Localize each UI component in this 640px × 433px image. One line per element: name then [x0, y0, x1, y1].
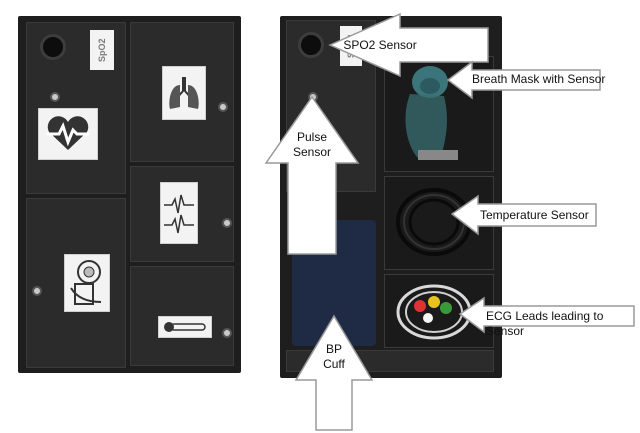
heart-pulse-sticker	[38, 108, 98, 160]
lungs-icon	[169, 77, 199, 109]
bp-cuff-label: BP Cuff	[310, 342, 358, 372]
pulse-sensor-label: Pulse Sensor	[282, 130, 342, 160]
thermometer-icon	[164, 322, 206, 332]
spo2-sensor-port	[298, 32, 324, 58]
bp-cuff-label-line1: BP	[325, 342, 342, 356]
temperature-sensor-label: Temperature Sensor	[480, 208, 589, 222]
bp-knob	[32, 286, 42, 296]
bp-cuff-label-line2: Cuff	[323, 357, 345, 371]
heart-icon	[47, 116, 89, 150]
ecg-wave-sticker	[160, 182, 198, 244]
pulse-sensor-label-line1: Pulse	[296, 130, 328, 144]
temperature-knob	[222, 218, 232, 228]
pulse-knob	[50, 92, 60, 102]
bp-gauge-icon	[70, 260, 102, 305]
ecg-leads-label: ECG Leads leading to Sensor	[486, 309, 604, 338]
breath-mask-image	[405, 66, 458, 160]
ecg-wave-icon	[164, 194, 194, 234]
lungs-sticker	[162, 66, 206, 120]
thermometer-sticker	[158, 316, 212, 338]
spo2-sensor-label: SPO2 Sensor	[343, 38, 417, 52]
lungs-knob	[218, 102, 228, 112]
breath-mask-label: Breath Mask with Sensor	[472, 72, 606, 86]
ecg-knob	[222, 328, 232, 338]
closed-box-photo: SpO2	[18, 16, 241, 373]
bp-cuff-sticker	[64, 254, 110, 312]
pulse-sensor-label-line2: Sensor	[292, 145, 332, 159]
spo2-sensor-port	[40, 34, 66, 60]
